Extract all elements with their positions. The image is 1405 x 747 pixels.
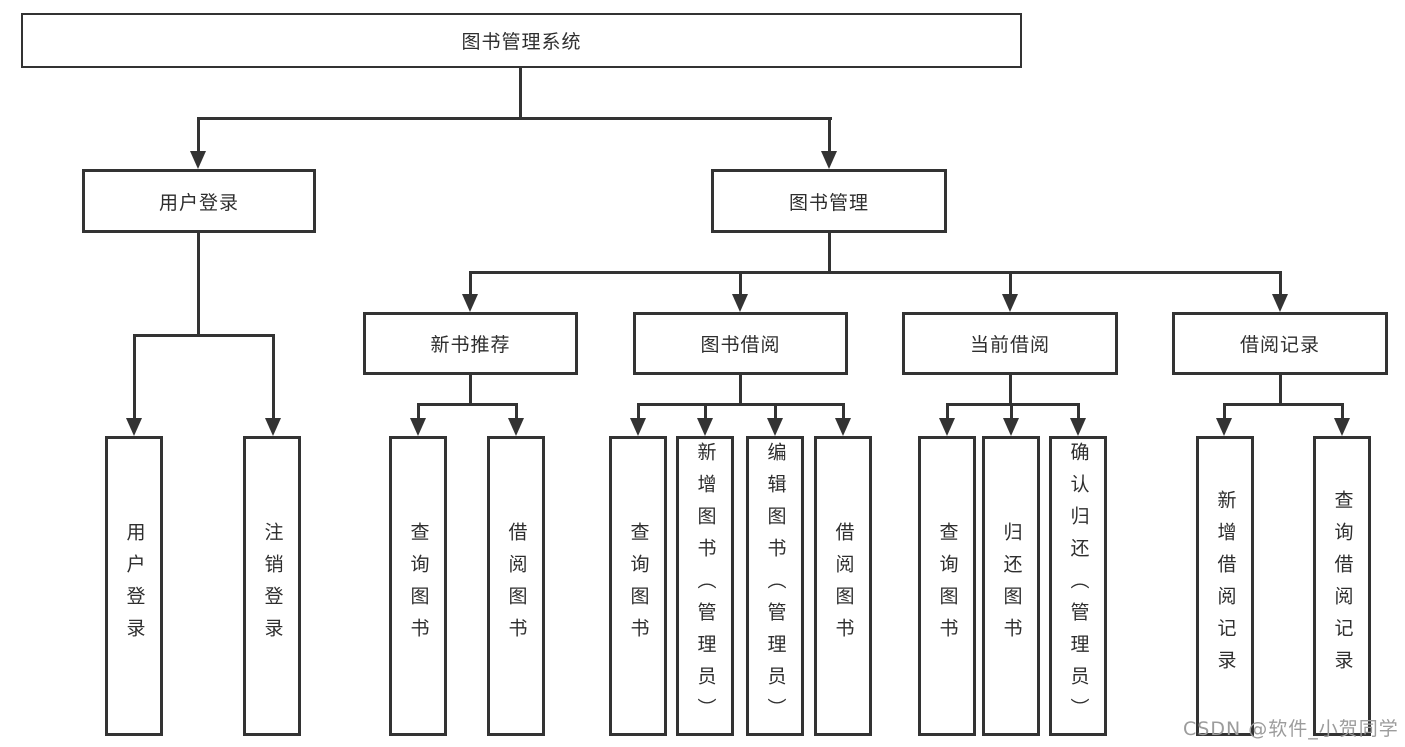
- connector-drop-book-management: [828, 117, 831, 154]
- connector-user-login-stem: [197, 233, 200, 335]
- csdn-watermark: CSDN @软件_小贺同学: [1183, 718, 1399, 740]
- arrowhead-book-management: [821, 151, 837, 169]
- node-label: 归还图书: [1000, 522, 1023, 650]
- arrowhead: [1003, 418, 1019, 436]
- node-label: 图书管理系统: [461, 31, 582, 53]
- connector-drop: [1077, 403, 1080, 420]
- connector-drop: [704, 403, 707, 420]
- node-book-management: 图书管理: [711, 169, 947, 233]
- node-label: 新增图书（管理员）: [694, 442, 717, 730]
- connector-drop-user-login: [197, 117, 200, 154]
- connector-drop: [1010, 403, 1013, 420]
- node-label: 用户登录: [123, 522, 146, 650]
- node-leaf-add-book-admin: 新增图书（管理员）: [676, 436, 734, 736]
- connector-borrow-record-bar: [1223, 403, 1343, 406]
- node-label: 借阅记录: [1239, 334, 1320, 356]
- node-leaf-logout: 注销登录: [243, 436, 301, 736]
- node-root-library-management-system: 图书管理系统: [21, 13, 1022, 68]
- connector-drop: [1341, 403, 1344, 420]
- connector-borrow-record-stem: [1279, 375, 1282, 406]
- node-leaf-query-book-current: 查询图书: [918, 436, 976, 736]
- node-current-borrowing: 当前借阅: [902, 312, 1118, 375]
- arrowhead: [410, 418, 426, 436]
- connector-drop: [515, 403, 518, 420]
- arrowhead: [697, 418, 713, 436]
- node-borrowing-records: 借阅记录: [1172, 312, 1388, 375]
- arrowhead: [1334, 418, 1350, 436]
- connector-drop-borrow-record: [1279, 271, 1282, 297]
- node-label: 查询图书: [407, 522, 430, 650]
- connector-drop: [1223, 403, 1226, 420]
- connector-drop-current-borrow: [1009, 271, 1012, 297]
- connector-drop-new-book: [469, 271, 472, 297]
- node-leaf-query-book-recommend: 查询图书: [389, 436, 447, 736]
- arrowhead: [939, 418, 955, 436]
- arrowhead: [630, 418, 646, 436]
- node-label: 当前借阅: [969, 334, 1050, 356]
- arrowhead-user-login: [190, 151, 206, 169]
- node-book-borrowing: 图书借阅: [633, 312, 848, 375]
- arrowhead-borrow-record: [1272, 294, 1288, 312]
- node-leaf-edit-book-admin: 编辑图书（管理员）: [746, 436, 804, 736]
- connector-root-bar: [197, 117, 832, 120]
- connector-current-borrow-stem: [1009, 375, 1012, 406]
- arrowhead: [767, 418, 783, 436]
- node-leaf-borrow-book: 借阅图书: [814, 436, 872, 736]
- node-label: 新书推荐: [430, 334, 511, 356]
- connector-new-book-bar: [417, 403, 518, 406]
- node-leaf-return-book: 归还图书: [982, 436, 1040, 736]
- node-label: 用户登录: [158, 191, 239, 214]
- connector-drop: [842, 403, 845, 420]
- node-label: 图书管理: [788, 191, 869, 214]
- connector-drop-leaf-logout: [272, 334, 275, 420]
- node-leaf-add-borrow-record: 新增借阅记录: [1196, 436, 1254, 736]
- connector-drop-leaf-login: [133, 334, 136, 420]
- node-label: 查询图书: [627, 522, 650, 650]
- node-label: 查询借阅记录: [1331, 490, 1354, 682]
- arrowhead-current-borrow: [1002, 294, 1018, 312]
- connector-user-login-bar: [133, 334, 275, 337]
- arrowhead-new-book: [462, 294, 478, 312]
- node-leaf-query-borrow-record: 查询借阅记录: [1313, 436, 1371, 736]
- node-label: 借阅图书: [832, 522, 855, 650]
- connector-drop: [946, 403, 949, 420]
- node-label: 编辑图书（管理员）: [764, 442, 787, 730]
- arrowhead: [508, 418, 524, 436]
- connector-book-borrow-bar: [637, 403, 845, 406]
- node-new-book-recommendation: 新书推荐: [363, 312, 578, 375]
- connector-book-borrow-stem: [739, 375, 742, 406]
- node-leaf-confirm-return-admin: 确认归还（管理员）: [1049, 436, 1107, 736]
- arrowhead-leaf-login: [126, 418, 142, 436]
- arrowhead-leaf-logout: [265, 418, 281, 436]
- connector-drop: [637, 403, 640, 420]
- connector-book-management-bar: [469, 271, 1281, 274]
- connector-drop: [774, 403, 777, 420]
- node-label: 确认归还（管理员）: [1067, 442, 1090, 730]
- node-user-login: 用户登录: [82, 169, 316, 233]
- node-leaf-borrow-book-recommend: 借阅图书: [487, 436, 545, 736]
- connector-drop: [417, 403, 420, 420]
- arrowhead: [1216, 418, 1232, 436]
- node-label: 新增借阅记录: [1214, 490, 1237, 682]
- connector-drop-book-borrow: [739, 271, 742, 297]
- arrowhead-book-borrow: [732, 294, 748, 312]
- connector-new-book-stem: [469, 375, 472, 406]
- node-label: 借阅图书: [505, 522, 528, 650]
- node-label: 图书借阅: [700, 334, 781, 356]
- arrowhead: [1070, 418, 1086, 436]
- connector-current-borrow-bar: [946, 403, 1080, 406]
- node-label: 注销登录: [261, 522, 284, 650]
- node-leaf-query-book-borrowing: 查询图书: [609, 436, 667, 736]
- node-leaf-user-login: 用户登录: [105, 436, 163, 736]
- connector-root-stem: [519, 68, 522, 118]
- node-label: 查询图书: [936, 522, 959, 650]
- connector-book-management-stem: [828, 233, 831, 273]
- arrowhead: [835, 418, 851, 436]
